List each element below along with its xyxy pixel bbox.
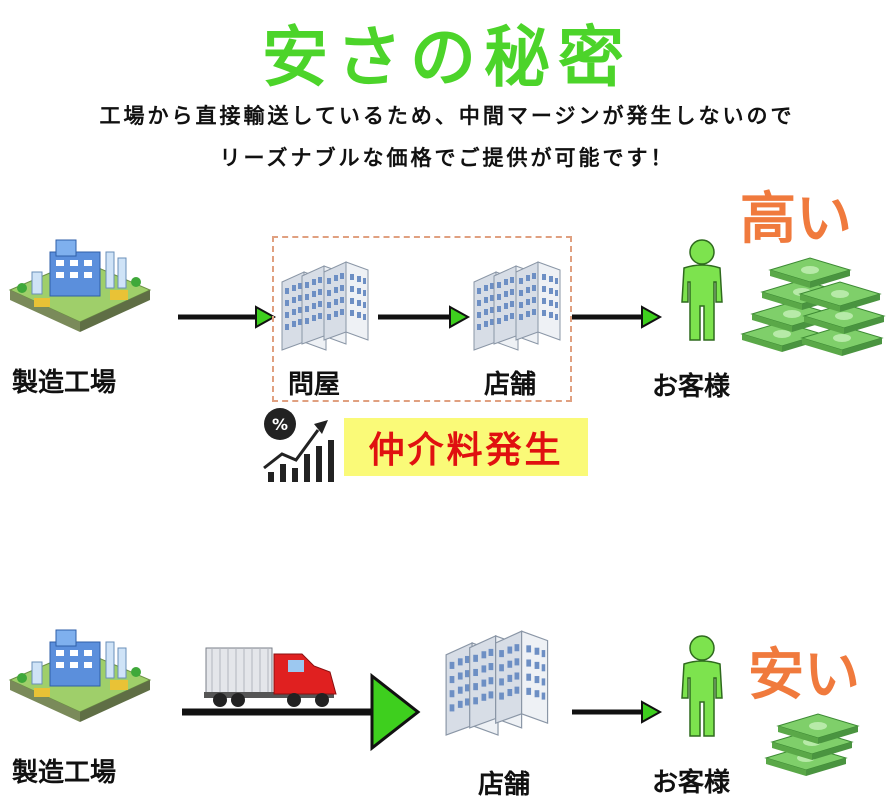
store-building-icon xyxy=(446,631,576,747)
bottom-customer-label: お客様 xyxy=(652,768,731,798)
bottom-store-label: 店舗 xyxy=(478,770,531,800)
rising-chart-icon: % xyxy=(258,402,338,484)
arrow-icon xyxy=(572,306,661,328)
subtitle-line-2: リーズナブルな価格でご提供が可能です！ xyxy=(219,146,675,170)
factory-icon xyxy=(9,239,151,333)
arrow-icon xyxy=(378,306,469,328)
low-price-label: 安い xyxy=(748,643,860,708)
page-title: 安さの秘密 xyxy=(262,19,632,96)
high-price-label: 高い xyxy=(740,187,852,252)
money-pile-icon xyxy=(741,257,885,357)
top-factory-label: 製造工場 xyxy=(12,368,117,398)
delivery-truck-icon xyxy=(182,647,421,752)
store-building-icon xyxy=(474,262,584,360)
top-store-label: 店舗 xyxy=(484,370,537,400)
customer-person-icon xyxy=(681,239,723,341)
wholesaler-label: 問屋 xyxy=(288,370,341,400)
arrow-icon xyxy=(178,306,275,328)
wholesaler-building-icon xyxy=(282,262,392,360)
top-customer-label: お客様 xyxy=(652,372,731,402)
customer-person-icon xyxy=(681,635,723,737)
bottom-factory-label: 製造工場 xyxy=(12,758,117,788)
subtitle-line-1: 工場から直接輸送しているため、中間マージンが発生しないので xyxy=(99,104,795,128)
commission-fee-label: 仲介料発生 xyxy=(344,418,588,476)
percent-symbol: % xyxy=(272,415,288,434)
arrow-icon xyxy=(572,701,661,723)
factory-icon xyxy=(9,629,151,723)
middleman-box xyxy=(272,236,572,402)
money-stack-icon xyxy=(765,713,859,777)
